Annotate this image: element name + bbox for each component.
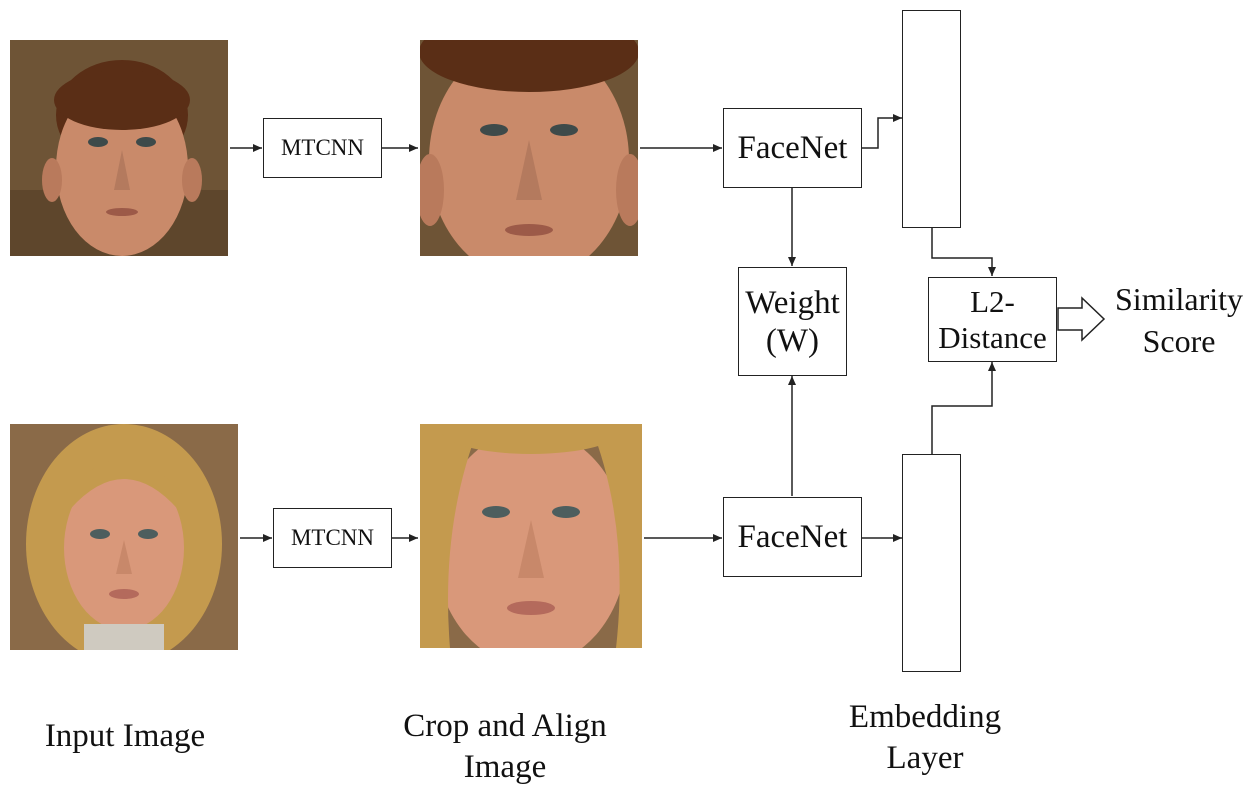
input-face-male — [10, 40, 228, 256]
facenet-box-bottom: FaceNet — [723, 497, 862, 577]
similarity-line1: Similarity — [1115, 281, 1243, 317]
embedding-vector-top — [902, 10, 961, 228]
mtcnn-box-bottom: MTCNN — [273, 508, 392, 568]
arrow-embedding-bottom-to-l2 — [931, 362, 996, 454]
caption-embedding-line2: Layer — [886, 740, 964, 776]
caption-input-image-text: Input Image — [44, 718, 206, 754]
arrow-embedding-top-to-l2 — [931, 228, 996, 276]
l2-label-line2: Distance — [938, 319, 1047, 355]
arrow-facenet-to-embedding-top — [862, 114, 902, 149]
caption-crop-align: Crop and Align Image — [380, 706, 630, 788]
mtcnn-label: MTCNN — [280, 135, 365, 160]
input-face-female — [10, 424, 238, 650]
similarity-line2: Score — [1142, 323, 1216, 359]
mtcnn-box-top: MTCNN — [263, 118, 382, 178]
facenet-box-top: FaceNet — [723, 108, 862, 188]
hollow-arrow-to-score — [1057, 296, 1106, 342]
weight-label-line1: Weight — [745, 284, 840, 321]
caption-crop-line2: Image — [463, 749, 547, 785]
facenet-label: FaceNet — [737, 129, 848, 166]
aligned-face-female — [420, 424, 642, 648]
similarity-score-label: Similarity Score — [1104, 278, 1254, 362]
caption-crop-line1: Crop and Align — [403, 708, 607, 744]
mtcnn-label: MTCNN — [290, 525, 375, 550]
caption-input-image: Input Image — [10, 716, 240, 757]
caption-embedding-line1: Embedding — [848, 699, 1002, 735]
facenet-label: FaceNet — [737, 518, 848, 555]
aligned-face-male — [420, 40, 638, 256]
caption-embedding-layer: Embedding Layer — [820, 697, 1030, 779]
l2-distance-box: L2- Distance — [928, 277, 1057, 362]
embedding-vector-bottom — [902, 454, 961, 672]
l2-label-line1: L2- — [970, 283, 1015, 319]
weight-label-line2: (W) — [765, 322, 820, 359]
weight-box: Weight (W) — [738, 267, 847, 376]
